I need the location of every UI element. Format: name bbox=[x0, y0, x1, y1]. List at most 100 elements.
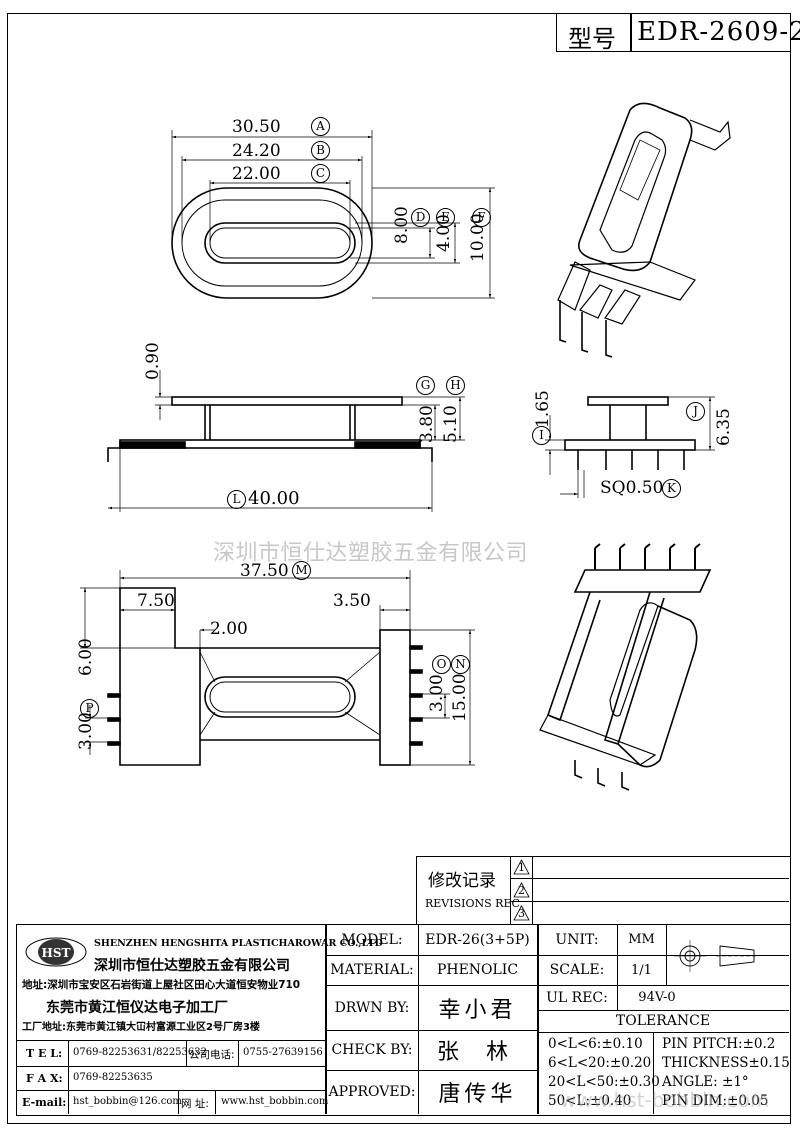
dim-side-i: 1.65 bbox=[533, 390, 553, 428]
model-value: EDR-26(3+5P) bbox=[425, 931, 530, 948]
company-name-cn: 深圳市恒仕达塑胶五金有限公司 bbox=[94, 958, 290, 974]
footer-watermark: www.hst-bobbin.com bbox=[560, 1088, 770, 1112]
top-view bbox=[171, 187, 373, 299]
tel-value: 0769-82253631/82253632 bbox=[73, 1047, 207, 1058]
dim-mid-200: 2.00 bbox=[210, 619, 248, 639]
dim-a: 30.50 bbox=[232, 117, 281, 137]
marker-a: A bbox=[311, 117, 330, 136]
pin-pitch: PIN PITCH:±0.2 bbox=[662, 1036, 776, 1052]
tolerance-4: 50<L:±0.40 bbox=[548, 1093, 632, 1109]
revisions-title-cn: 修改记录 bbox=[428, 871, 496, 891]
material-label: MATERIAL: bbox=[330, 962, 414, 978]
company-phone-value: 0755-27639156 bbox=[243, 1047, 323, 1058]
email-label: E-mail: bbox=[22, 1096, 67, 1109]
tolerance-3: 20<L<50:±0.30 bbox=[548, 1074, 660, 1090]
marker-m: M bbox=[292, 561, 311, 580]
revisions-table bbox=[416, 856, 790, 925]
approved-label: APPROVED: bbox=[328, 1084, 416, 1100]
front-view bbox=[107, 396, 433, 462]
marker-k: K bbox=[662, 479, 681, 498]
check-value: 张 林 bbox=[437, 1040, 518, 1065]
marker-p: P bbox=[80, 699, 99, 718]
unit-value: MM bbox=[628, 932, 655, 947]
factory-name: 东莞市黄江恒仪达电子加工厂 bbox=[46, 1000, 228, 1016]
side-view bbox=[564, 396, 696, 470]
scale-label: SCALE: bbox=[549, 962, 605, 978]
technical-drawing bbox=[80, 102, 731, 791]
dim-j: 6.35 bbox=[714, 408, 734, 446]
dim-c: 22.00 bbox=[232, 164, 281, 184]
marker-c: C bbox=[311, 164, 330, 183]
drwn-label: DRWN BY: bbox=[334, 999, 410, 1016]
dim-right-350: 3.50 bbox=[333, 591, 371, 611]
tolerance-label: TOLERANCE bbox=[615, 1013, 711, 1029]
material-value: PHENOLIC bbox=[436, 962, 519, 978]
dim-m: 37.50 bbox=[240, 561, 289, 581]
scale-value: 1/1 bbox=[631, 962, 652, 978]
dim-g: 3.80 bbox=[417, 405, 437, 443]
dim-h: 5.10 bbox=[441, 405, 461, 443]
dim-f: 10.00 bbox=[468, 213, 488, 262]
fax-value: 0769-82253635 bbox=[73, 1072, 153, 1083]
revision-mark-1: 1 bbox=[513, 859, 530, 875]
revision-mark-2: 2 bbox=[513, 882, 530, 898]
model-box-label: 型号 bbox=[568, 25, 616, 53]
unit-label: UNIT: bbox=[555, 931, 599, 948]
approved-value: 唐传华 bbox=[438, 1082, 517, 1107]
model-box-value: EDR-2609-2 bbox=[637, 17, 800, 47]
model-label: MODEL: bbox=[341, 931, 403, 948]
marker-n: N bbox=[451, 655, 470, 674]
company-address: 地址:深圳市宝安区石岩街道上屋社区田心大道恒安物业710 bbox=[22, 979, 301, 991]
marker-g: G bbox=[416, 376, 435, 395]
thickness: THICKNESS±0.15 bbox=[662, 1055, 790, 1071]
marker-b: B bbox=[311, 141, 330, 160]
dim-top-090: 0.90 bbox=[143, 342, 163, 380]
isometric-view-top bbox=[557, 102, 731, 358]
email-value[interactable]: hst_bobbin@126.com bbox=[73, 1096, 182, 1107]
watermark: 深圳市恒仕达塑胶五金有限公司 bbox=[213, 541, 529, 566]
drwn-value: 幸小君 bbox=[438, 997, 517, 1023]
revisions-title-en: REVISIONS REC. bbox=[425, 897, 523, 910]
fax-label: F A X: bbox=[26, 1072, 63, 1085]
dim-b: 24.20 bbox=[232, 141, 281, 161]
dim-l: 40.00 bbox=[248, 488, 300, 509]
marker-i: I bbox=[532, 426, 551, 445]
title-block bbox=[16, 924, 791, 1116]
marker-l: L bbox=[227, 490, 246, 509]
company-name-en: SHENZHEN HENGSHITA PLASTICHAROWAR CO.,LT… bbox=[94, 938, 383, 949]
marker-j: J bbox=[686, 402, 705, 421]
dim-p: 3.00 bbox=[76, 712, 96, 750]
pin-dim: PIN DIM:±0.05 bbox=[662, 1093, 769, 1109]
dim-left-600: 6.00 bbox=[76, 638, 96, 676]
marker-d: D bbox=[411, 208, 430, 227]
marker-f: F bbox=[472, 208, 491, 227]
model-box bbox=[556, 13, 790, 52]
web-value[interactable]: www.hst_bobbin.com bbox=[221, 1096, 329, 1107]
revision-mark-3: 3 bbox=[513, 905, 530, 921]
dim-e: 4.00 bbox=[434, 214, 454, 252]
tel-label: T E L: bbox=[26, 1047, 63, 1060]
ul-label: UL REC: bbox=[546, 989, 608, 1006]
isometric-view-bottom bbox=[539, 543, 712, 791]
check-label: CHECK BY: bbox=[331, 1042, 413, 1058]
angle: ANGLE: ±1° bbox=[662, 1074, 749, 1090]
marker-h: H bbox=[446, 376, 465, 395]
tolerance-1: 0<L<6:±0.10 bbox=[548, 1036, 643, 1052]
tolerance-2: 6<L<20:±0.20 bbox=[548, 1055, 652, 1071]
marker-o: O bbox=[432, 655, 451, 674]
dim-o: 3.00 bbox=[427, 674, 447, 712]
drawing-border bbox=[7, 13, 791, 1124]
dim-n: 15.00 bbox=[450, 673, 470, 722]
company-phone-label: 公司电话: bbox=[189, 1049, 235, 1061]
web-label: 网 址: bbox=[181, 1098, 209, 1110]
marker-e: E bbox=[436, 208, 455, 227]
ul-value: 94V-0 bbox=[638, 990, 676, 1005]
dim-d: 8.00 bbox=[392, 206, 412, 244]
bottom-view bbox=[107, 587, 423, 766]
projection-symbol-icon bbox=[672, 932, 782, 980]
svg-text:HST: HST bbox=[42, 946, 71, 960]
factory-address: 工厂地址:东莞市黄江镇大冚村富源工业区2号厂房3楼 bbox=[22, 1022, 260, 1033]
company-logo: HST bbox=[24, 936, 88, 968]
dim-k: SQ0.50 bbox=[600, 478, 664, 498]
dim-left-750: 7.50 bbox=[137, 591, 175, 611]
